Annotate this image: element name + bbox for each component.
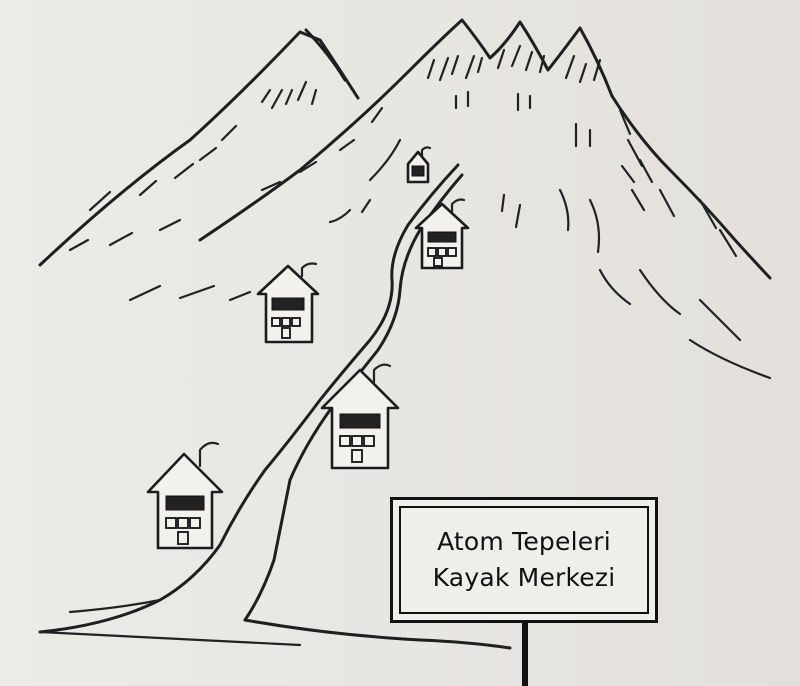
sign-inner-frame: Atom Tepeleri Kayak Merkezi: [399, 506, 649, 614]
house-icon: [256, 262, 320, 344]
sign-line-1: Atom Tepeleri: [437, 527, 611, 556]
signpost-icon: [522, 623, 528, 686]
house-icon: [406, 146, 432, 184]
mountain-center-icon: [128, 18, 772, 380]
sign-line-2: Kayak Merkezi: [432, 563, 616, 592]
house-icon: [414, 198, 470, 270]
resort-sign: Atom Tepeleri Kayak Merkezi: [390, 497, 658, 623]
house-icon: [146, 441, 224, 550]
mountain-left-icon: [38, 28, 360, 267]
house-icon: [320, 363, 400, 470]
